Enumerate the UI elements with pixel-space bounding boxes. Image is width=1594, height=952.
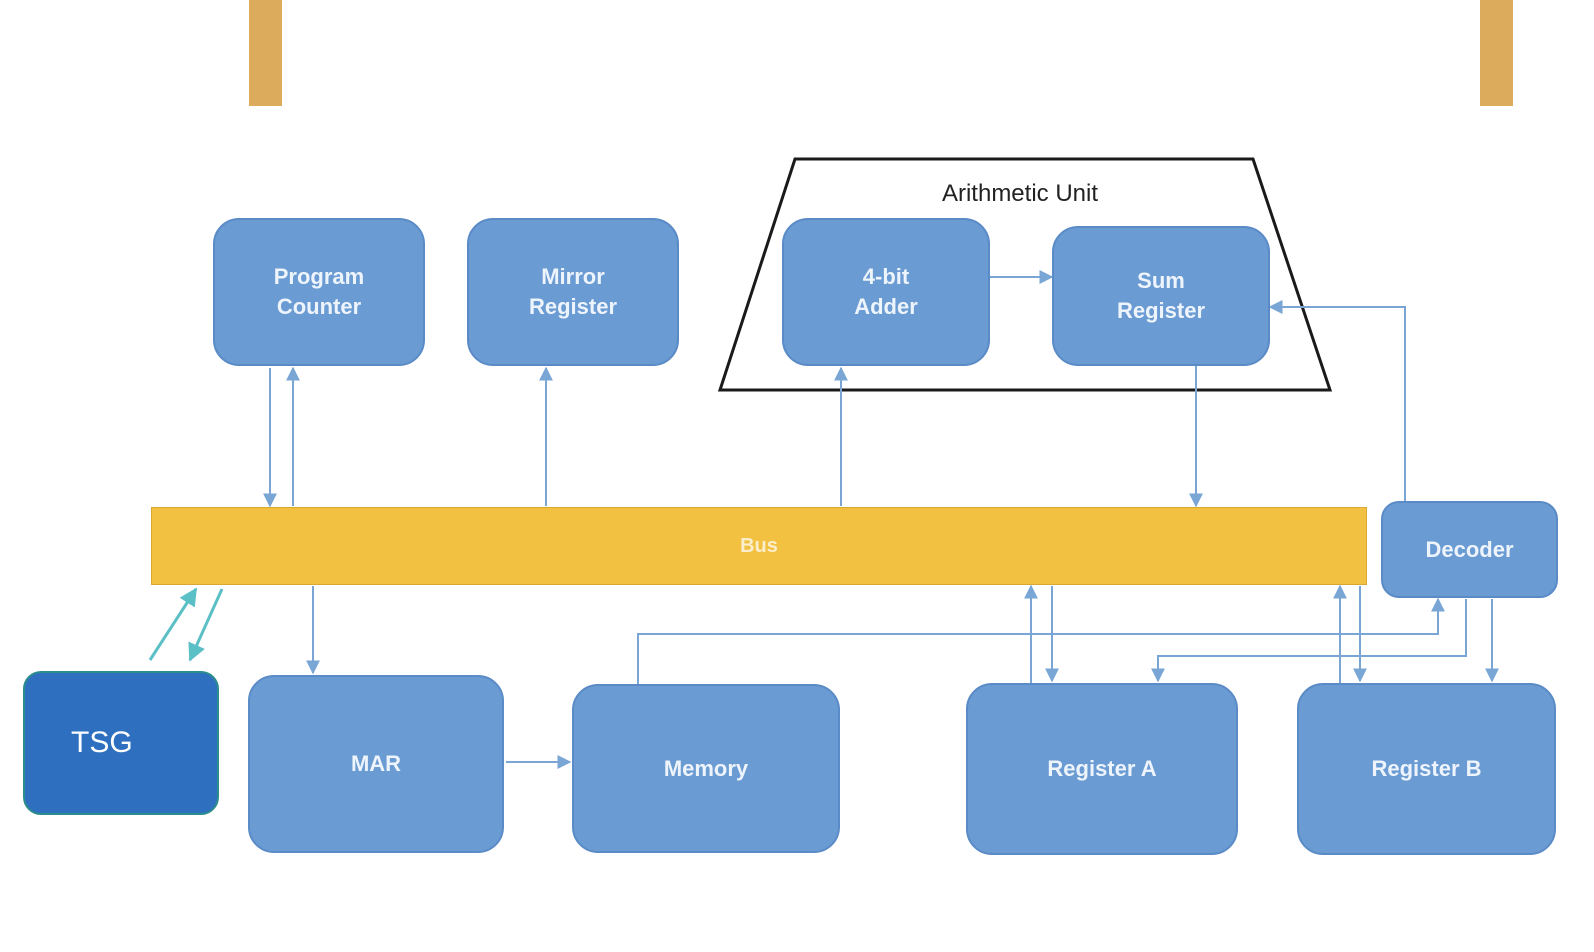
mirror-register-block: Mirror Register [467,218,679,366]
arithmetic-unit-label: Arithmetic Unit [941,180,1099,207]
decoder-block: Decoder [1381,501,1558,598]
program-counter-block: Program Counter [213,218,425,366]
arrow-decoder-to-sum [1268,300,1406,501]
decorative-bar-right [1480,0,1513,106]
arrow-memory-to-decoder [637,597,1445,684]
decorative-bar-left [249,0,282,106]
sum-register-block: Sum Register [1052,226,1270,366]
arrow-tsg-to-bus [148,587,198,661]
mar-block: MAR [248,675,504,853]
arrow-decoder-to-rega [1151,599,1467,683]
arithmetic-unit-outline [717,157,1333,392]
register-a-block: Register A [966,683,1238,855]
register-b-block: Register B [1297,683,1556,855]
bus: Bus [151,507,1367,585]
adder-block: 4-bit Adder [782,218,990,366]
tsg-block: TSG [23,671,219,815]
arrow-bus-to-tsg [188,588,224,662]
memory-block: Memory [572,684,840,853]
